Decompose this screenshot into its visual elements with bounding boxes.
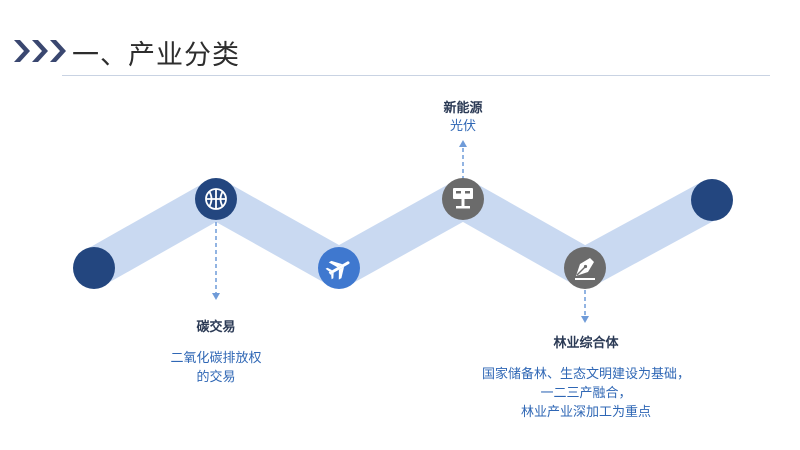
item-heading: 新能源	[443, 101, 483, 116]
item-line: 一二三产融合，	[540, 386, 632, 401]
connector-arrow-1	[212, 222, 220, 300]
item-line: 光伏	[449, 119, 476, 134]
timeline-node-3	[442, 178, 484, 220]
airplane-icon	[325, 260, 350, 280]
page-title: 一、产业分类	[72, 40, 240, 71]
item-line: 国家储备林、生态文明建设为基础，	[481, 367, 690, 382]
timeline-start-node	[73, 247, 115, 289]
basketball-icon	[205, 188, 227, 210]
item-line: 二氧化碳排放权	[170, 351, 262, 366]
timeline-node-2	[318, 247, 360, 289]
chevron-right-icon	[14, 40, 66, 62]
item-heading: 碳交易	[196, 320, 236, 335]
solar-panel-icon	[453, 188, 473, 209]
timeline-node-4	[564, 247, 606, 289]
item-line: 的交易	[196, 370, 236, 385]
timeline-end-node	[691, 179, 733, 221]
slide-header: 一、产业分类	[0, 0, 800, 80]
label-group-1: 碳交易 二氧化碳排放权 的交易	[150, 316, 282, 387]
item-heading: 林业综合体	[553, 336, 619, 351]
timeline-node-1	[195, 178, 237, 220]
label-group-4: 林业综合体 国家储备林、生态文明建设为基础， 一二三产融合， 林业产业深加工为重…	[470, 332, 702, 422]
header-divider	[62, 75, 770, 76]
timeline-band	[84, 181, 722, 286]
connector-arrow-4	[581, 290, 589, 323]
connector-arrow-3	[459, 140, 467, 180]
label-group-3: 新能源 光伏	[413, 97, 513, 136]
item-line: 林业产业深加工为重点	[520, 405, 651, 420]
pen-nib-icon	[575, 258, 595, 280]
